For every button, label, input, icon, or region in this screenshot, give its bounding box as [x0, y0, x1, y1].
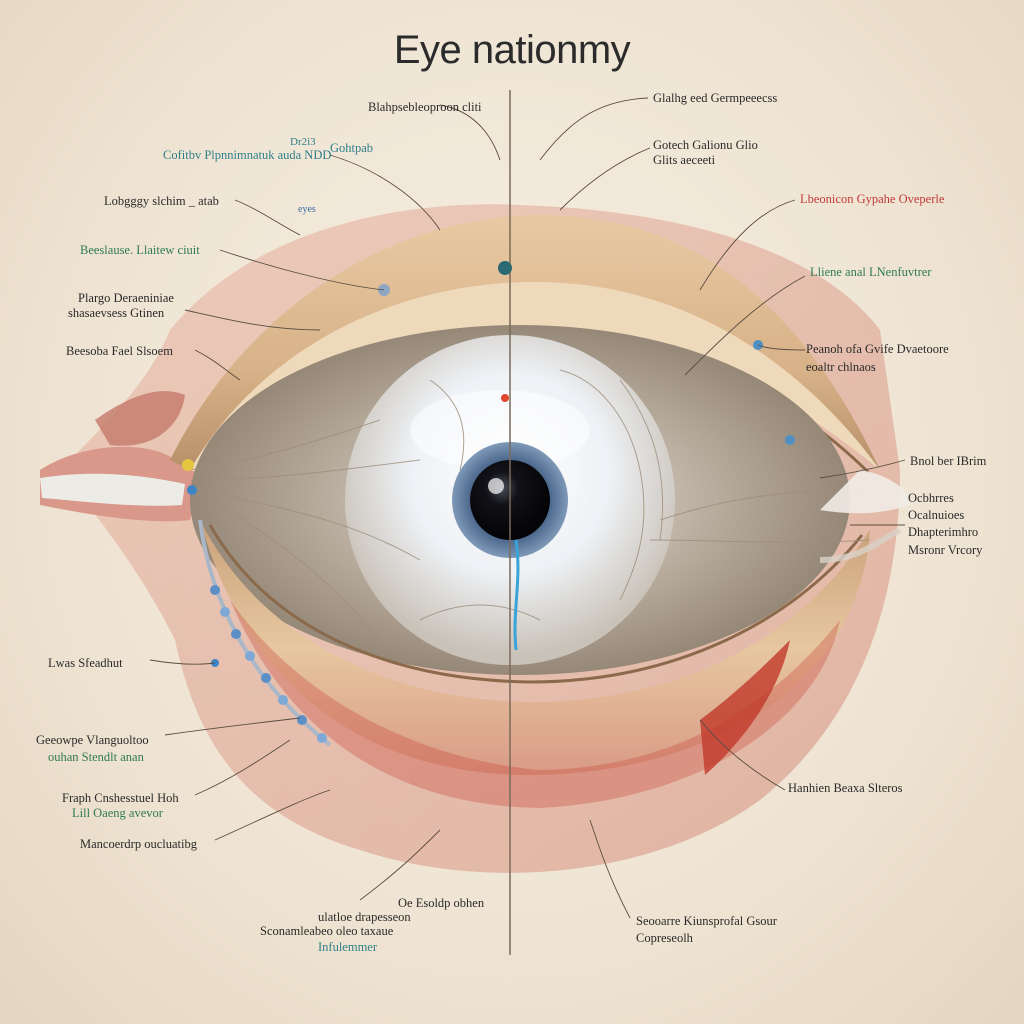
label-l3: Lobgggy slchim _ atab: [104, 194, 219, 208]
lacrimal-duct: [182, 284, 795, 747]
label-l3b: eyes: [298, 204, 316, 215]
label-r4: Lliene anal LNenfuvtrer: [810, 265, 932, 279]
label-l8a: Geeowpe Vlanguoltoo: [36, 733, 149, 747]
label-r9b: Copreseolh: [636, 931, 693, 945]
label-r7d: Msronr Vrcory: [908, 543, 983, 557]
label-l11a: Oe Esoldp obhen: [398, 896, 485, 910]
lower-eyelid: [200, 520, 870, 808]
label-r2a: Gotech Galionu Glio: [653, 138, 758, 152]
label-l5a: Plargo Deraeniniae: [78, 291, 174, 305]
leader-lines: [149, 97, 906, 919]
label-l7: Lwas Sfeadhut: [48, 656, 123, 670]
label-l1: Blahpsebleoproon cliti: [368, 100, 482, 114]
label-r8: Hanhien Beaxa Slteros: [788, 781, 903, 795]
lateral-muscle: [819, 470, 910, 563]
label-l2c: Gohtpab: [330, 141, 374, 155]
label-l10: Mancoerdrp oucluatibg: [80, 837, 197, 851]
diagram-title: Eye nationmy: [393, 28, 631, 72]
label-r7c: Dhapterimhro: [908, 525, 979, 539]
label-l11c: Sconamleabeo oleo taxaue: [260, 924, 394, 938]
label-r6: Bnol ber IBrim: [910, 454, 987, 468]
label-r9a: Seooarre Kiunsprofal Gsour: [636, 914, 777, 928]
nerve-fibers: [189, 369, 871, 641]
label-r5b: eoaltr chlnaos: [806, 360, 876, 374]
label-l8b: ouhan Stendlt anan: [48, 750, 144, 764]
label-l9a: Fraph Cnshesstuel Hoh: [62, 791, 179, 805]
label-l6: Beesoba Fael Slsoem: [66, 344, 173, 358]
label-l2b: Cofitbv Plpnnimnatuk auda NDD: [163, 148, 332, 162]
label-l5b: shasaevsess Gtinen: [68, 306, 165, 320]
label-r7a: Ocbhrres: [908, 491, 954, 505]
label-l4: Beeslause. Llaitew ciuit: [80, 243, 200, 257]
label-l11b: ulatloe drapesseon: [318, 910, 411, 924]
label-l9b: Lill Oaeng avevor: [72, 806, 163, 820]
label-r2b: Glits aeceeti: [653, 153, 716, 167]
label-r7b: Ocalnuioes: [908, 508, 965, 522]
vertical-axis-line: [498, 90, 520, 955]
label-r3: Lbeonicon Gypahe Oveperle: [800, 192, 945, 206]
label-r5a: Peanoh ofa Gvife Dvaetoore: [806, 342, 949, 356]
label-l11d: Infulemmer: [318, 940, 378, 954]
label-l2a: Dr2i3: [290, 136, 316, 148]
label-r1: Glalhg eed Germpeeecss: [653, 91, 778, 105]
